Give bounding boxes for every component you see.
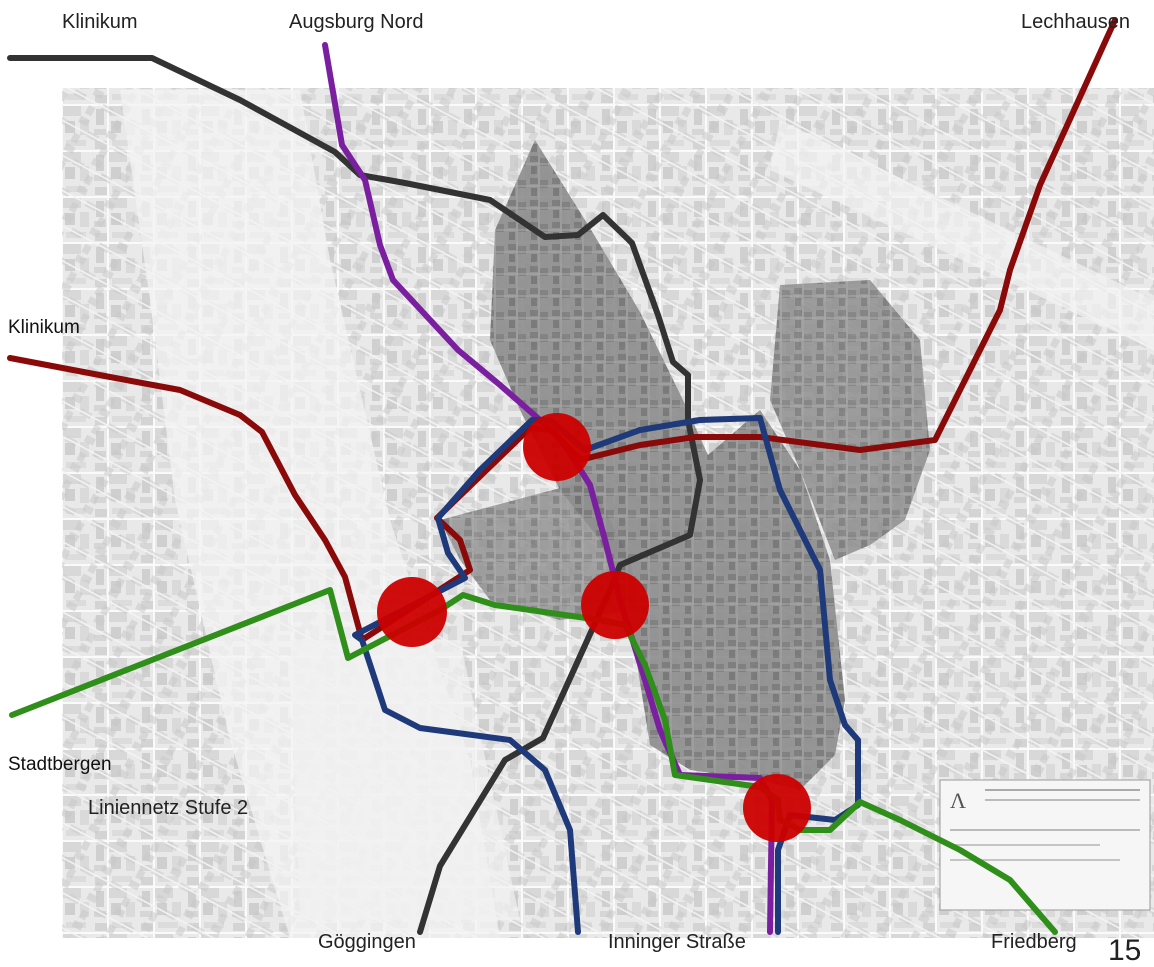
river-corridor — [770, 120, 1154, 350]
svg-text:Λ: Λ — [950, 788, 966, 813]
old-town-area — [490, 140, 845, 790]
map-caption: Liniennetz Stufe 2 — [88, 797, 249, 819]
station-circle-west — [377, 577, 447, 647]
label-goeggingen: Göggingen — [318, 931, 416, 953]
page-number: 15 — [1108, 934, 1142, 967]
station-circle-center — [581, 571, 649, 639]
station-circle-south — [743, 774, 811, 842]
green-line — [9, 587, 1058, 935]
label-lechhausen: Lechhausen — [1021, 11, 1130, 33]
label-stadtbergen: Stadtbergen — [8, 754, 112, 775]
black-line — [7, 55, 703, 935]
park-area — [290, 640, 520, 920]
label-friedberg: Friedberg — [991, 931, 1077, 953]
label-klinikum-top: Klinikum — [62, 11, 138, 33]
transfer-stations — [377, 413, 811, 842]
label-inninger-strasse: Inninger Straße — [608, 931, 746, 953]
east-district-area — [770, 280, 930, 560]
base-map: Λ — [62, 88, 1154, 938]
map-legend-box: Λ — [939, 779, 1151, 911]
label-klinikum-left: Klinikum — [8, 317, 80, 338]
station-circle-north — [523, 413, 591, 481]
label-augsburg-nord: Augsburg Nord — [289, 11, 424, 33]
